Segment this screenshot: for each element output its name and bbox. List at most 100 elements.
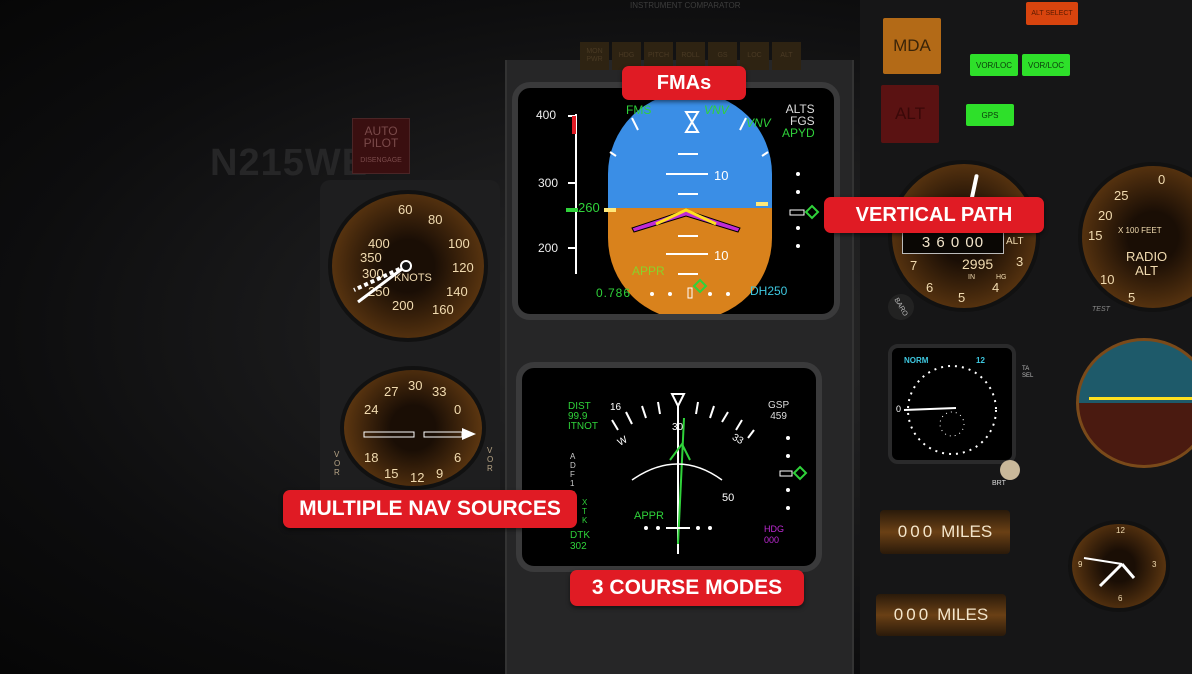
ra-scale: X 100 FEET (1118, 226, 1162, 235)
annunciator-mon-pwr[interactable]: MON PWR (580, 42, 609, 70)
tail-number: N215WE (210, 142, 369, 184)
annunciator-loc[interactable]: LOC (740, 42, 769, 70)
ta-sel-label: TA SEL (1022, 366, 1034, 379)
instrument-comparator-title: INSTRUMENT COMPARATOR (630, 1, 741, 10)
speed-tick-400: 400 (536, 108, 557, 122)
ra-title-1: RADIO (1126, 249, 1168, 264)
asi-tick-140: 140 (446, 284, 468, 299)
ra-tick-10: 10 (1100, 272, 1115, 287)
radio-altimeter: 0 25 20 15 10 5 X 100 FEET RADIO ALT (1078, 162, 1192, 312)
fma-armed-list: ALTS FGS APYD (782, 103, 815, 139)
rmi-needles (363, 428, 476, 440)
rmi-left-source: VOR (334, 450, 341, 477)
navigation-display: DIST 99.9 ITNOT 16 W 30 33 GSP 459 ADF1 … (516, 362, 822, 572)
ra-tick-20: 20 (1098, 208, 1113, 223)
gsp-label: GSP (768, 400, 790, 411)
rmi-tick-12: 12 (410, 470, 425, 485)
dme-1-unit: MILES (941, 522, 993, 541)
brt-knob[interactable] (1000, 460, 1020, 480)
dtk-label: DTK (570, 530, 590, 541)
asi-tick-100: 100 (448, 236, 470, 251)
ra-tick-0: 0 (1158, 172, 1166, 187)
vsi-range: 12 (976, 356, 985, 365)
active-waypoint: ITNOT (568, 421, 598, 432)
apd-line2: PILOT (363, 136, 399, 150)
rmi-tick-27: 27 (384, 384, 399, 399)
fma-apyd: APYD (782, 126, 815, 140)
vor-loc-button-1[interactable]: VOR/LOC (970, 54, 1018, 76)
rmi-tick-30: 30 (408, 378, 423, 393)
vsi-dial (903, 365, 997, 455)
dist-block: DIST 99.9 ITNOT (568, 402, 598, 432)
rmi-tick-0: 0 (454, 402, 462, 417)
dtk-value: 302 (570, 541, 587, 552)
standby-aircraft-symbol (1089, 397, 1192, 400)
autopilot-disengage-button[interactable]: AUTO PILOT DISENGAGE (352, 118, 410, 174)
annunciator-pitch[interactable]: PITCH (644, 42, 673, 70)
rmi-tick-24: 24 (364, 402, 379, 417)
gps-button[interactable]: GPS (966, 104, 1014, 126)
annunciator-gs[interactable]: GS (708, 42, 737, 70)
baro-unit-hg: HG (996, 274, 1007, 281)
label-multiple-nav-sources: MULTIPLE NAV SOURCES (283, 490, 577, 528)
clock-12: 12 (1116, 526, 1125, 535)
asi-tick-120: 120 (452, 260, 474, 275)
rmi-tick-15: 15 (384, 466, 399, 481)
alt-button[interactable]: ALT (881, 85, 939, 143)
apd-line1: AUTO (364, 124, 398, 138)
ra-tick-5: 5 (1128, 290, 1136, 305)
mach-readout: 0.786 (596, 286, 632, 300)
clock-hands (1083, 557, 1136, 588)
baro-unit-in: IN (968, 274, 975, 281)
clock: 12 3 6 9 (1068, 520, 1170, 612)
dme-1-display: 000 MILES (880, 510, 1010, 554)
dme-1-value: 000 (897, 522, 936, 541)
ra-title-2: ALT (1135, 263, 1159, 278)
fma-alts: ALTS (785, 102, 815, 116)
mda-button[interactable]: MDA (883, 18, 941, 74)
altitude-drum: 3 6 0 00 (902, 232, 1004, 254)
apd-line3: DISENGAGE (360, 157, 402, 164)
dme-2-value: 000 (893, 605, 932, 624)
asi-tick-400: 400 (368, 236, 390, 251)
annunciator-hdg[interactable]: HDG (612, 42, 641, 70)
ra-tick-25: 25 (1114, 188, 1129, 203)
altimeter: 3 6 0 00 ALT 2995 IN HG 7 6 5 4 3 (888, 160, 1040, 312)
fma-vertical-armed: VNV (746, 116, 771, 130)
rmi-tick-9: 9 (436, 466, 444, 481)
heading-label-30: 30 (672, 422, 684, 433)
brt-label: BRT (992, 480, 1006, 487)
annunciator-roll[interactable]: ROLL (676, 42, 705, 70)
asi-needles (353, 260, 412, 304)
dist-value: 99.9 (568, 411, 588, 422)
dme-2-display: 000 MILES (876, 594, 1006, 636)
fma-lateral: FMS (626, 103, 652, 117)
heading-label-16: 16 (610, 402, 622, 413)
label-3-course-modes: 3 COURSE MODES (570, 570, 804, 606)
vsi-tick-0: 0 (896, 404, 902, 414)
xtk-label: XTK (582, 498, 588, 525)
rmi-tick-6: 6 (454, 450, 462, 465)
alt-dial-7: 7 (910, 258, 918, 273)
decision-height: DH250 (750, 284, 788, 298)
fma-vertical: VNV (704, 103, 729, 117)
dist-label: DIST (568, 401, 591, 412)
asi-tick-80: 80 (428, 212, 443, 227)
asi-tick-60: 60 (398, 202, 413, 217)
clock-9: 9 (1078, 560, 1083, 569)
dme-2-unit: MILES (937, 605, 989, 624)
alt-dial-3: 3 (1016, 254, 1024, 269)
rmi-right-source: VOR (487, 446, 494, 473)
nd-appr-mode: APPR (634, 510, 664, 522)
hdg-label: HDG (764, 524, 784, 534)
pfd-graphics (566, 92, 820, 314)
nd-graphics (611, 393, 808, 554)
vor-loc-button-2[interactable]: VOR/LOC (1022, 54, 1070, 76)
asi-tick-350: 350 (360, 250, 382, 265)
annunciator-alt[interactable]: ALT (772, 42, 801, 70)
range-ring-label: 50 (722, 492, 735, 504)
alt-dial-4: 4 (992, 280, 1000, 295)
baro-setting: 2995 (962, 256, 994, 272)
asi-tick-160: 160 (432, 302, 454, 317)
alt-select-button[interactable]: ALT SELECT (1026, 2, 1078, 25)
